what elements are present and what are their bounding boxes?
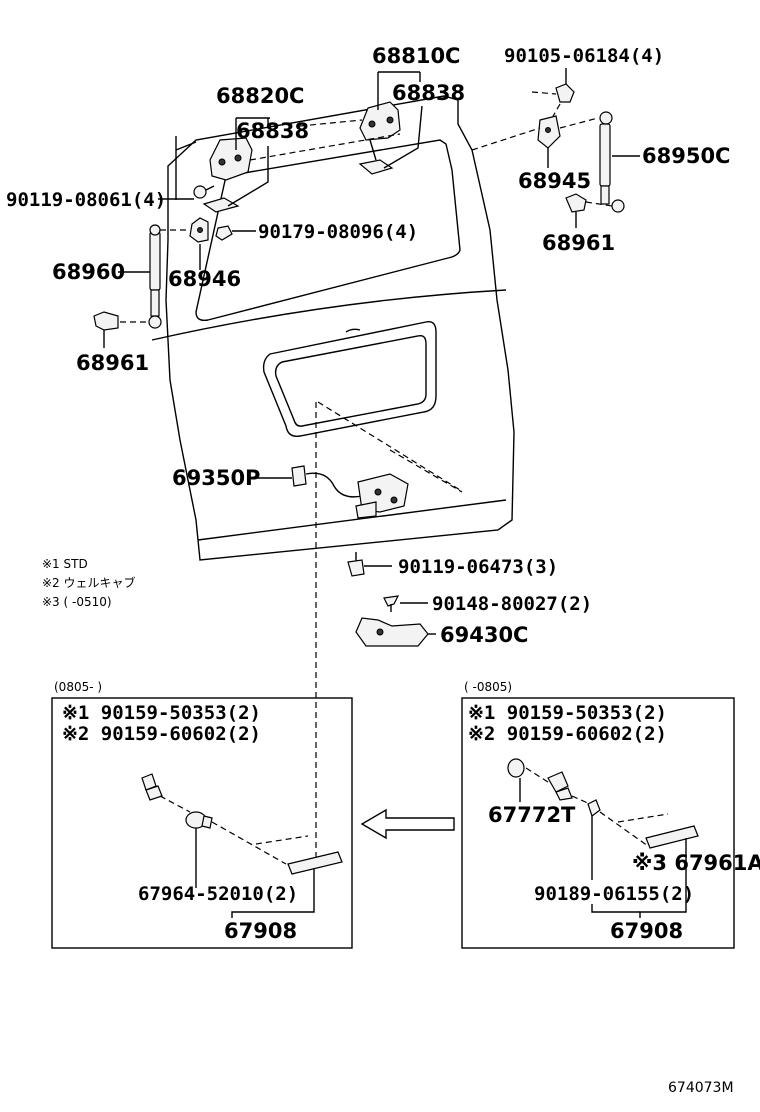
nut-90179-08096 xyxy=(215,225,233,241)
note-2: ※2 ウェルキャブ xyxy=(42,575,136,590)
label-68945: 68945 xyxy=(518,169,591,193)
left-box-frame xyxy=(51,697,353,949)
label-68961-right: 68961 xyxy=(542,231,615,255)
right-box-parts xyxy=(507,758,699,918)
bracket-68946 xyxy=(189,217,209,243)
label-67964-52010: 67964-52010(2) xyxy=(138,883,298,905)
label-68961-left: 68961 xyxy=(76,351,149,375)
label-68838-left: 68838 xyxy=(236,119,309,143)
screw-90148-80027 xyxy=(383,595,400,612)
note-1: ※1 STD xyxy=(42,557,88,571)
label-68960: 68960 xyxy=(52,260,125,284)
figure-id: 674073M xyxy=(668,1080,734,1096)
labels: 68810C 68838 68820C 68838 90119-08061(4)… xyxy=(6,44,760,1096)
label-68810C: 68810C xyxy=(372,44,460,68)
label-68946: 68946 xyxy=(168,267,241,291)
lock-assembly-69350P xyxy=(291,465,409,519)
label-67908-right: 67908 xyxy=(610,919,683,943)
label-68820C: 68820C xyxy=(216,84,304,108)
label-67908-left: 67908 xyxy=(224,919,297,943)
note-3: ※3 ( -0510) xyxy=(42,595,112,609)
label-69430C: 69430C xyxy=(440,623,528,647)
label-90179-08096: 90179-08096(4) xyxy=(258,221,418,243)
label-67961A: ※3 67961A xyxy=(632,851,760,875)
bolt-90119-08061 xyxy=(193,185,215,199)
damper-right-68950C xyxy=(599,111,625,213)
label-90119-08061: 90119-08061(4) xyxy=(6,189,166,211)
right-box-line-1: ※1 90159-50353(2) xyxy=(468,702,667,724)
label-68950C: 68950C xyxy=(642,144,730,168)
label-67772T: 67772T xyxy=(488,803,576,827)
damper-left-68960 xyxy=(148,224,162,329)
label-90148-80027: 90148-80027(2) xyxy=(432,593,592,615)
left-box-line-1: ※1 90159-50353(2) xyxy=(62,702,261,724)
striker-69430C xyxy=(355,617,429,647)
label-68838-top: 68838 xyxy=(392,81,465,105)
back-door-panel xyxy=(151,95,515,561)
right-box-period: ( -0805) xyxy=(464,680,512,694)
bolt-90119-06473 xyxy=(347,552,365,577)
bracket-68945 xyxy=(537,115,561,149)
bolt-90105-06184 xyxy=(555,83,575,103)
left-box-line-2: ※2 90159-60602(2) xyxy=(62,723,261,745)
right-box-frame xyxy=(461,697,735,949)
label-90119-06473: 90119-06473(3) xyxy=(398,556,558,578)
stud-68961-left xyxy=(93,311,119,331)
label-90105-06184: 90105-06184(4) xyxy=(504,45,664,67)
left-arrow xyxy=(360,808,455,840)
label-69350P: 69350P xyxy=(172,466,260,490)
stud-68961-right xyxy=(565,193,587,213)
label-90189-06155: 90189-06155(2) xyxy=(534,883,694,905)
left-box-parts xyxy=(141,773,343,918)
hinge-left xyxy=(202,137,253,213)
hinge-right xyxy=(358,101,401,175)
right-box-line-2: ※2 90159-60602(2) xyxy=(468,723,667,745)
left-box-period: (0805- ) xyxy=(54,680,102,694)
